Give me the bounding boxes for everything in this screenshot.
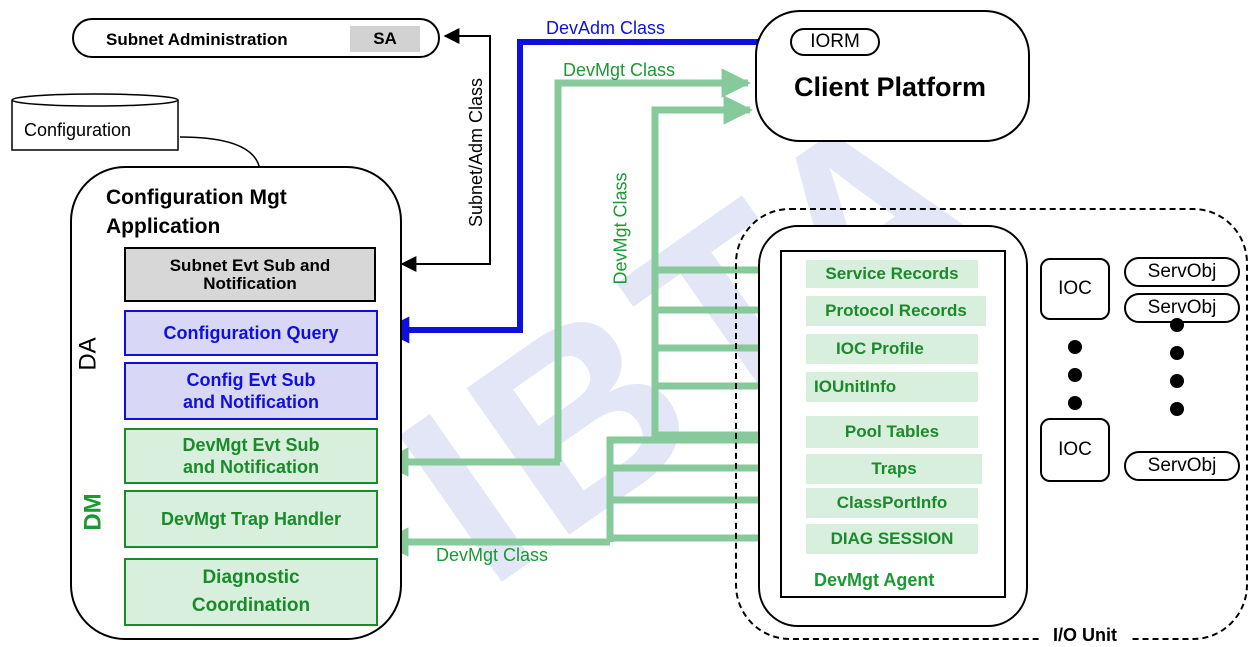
subnet-evt-line1: Subnet Evt Sub and: [169, 255, 331, 275]
subnet-adm-connector: [400, 28, 491, 272]
servobj-2: ServObj: [1124, 293, 1240, 323]
devmgt-agent-label: DevMgt Agent: [814, 570, 935, 590]
config-evt-line2: and Notification: [183, 392, 319, 412]
devadm-connector-to-query: [382, 316, 523, 344]
dm-label: DM: [79, 493, 107, 531]
da-label: DA: [74, 337, 102, 371]
servobj-3: ServObj: [1124, 451, 1240, 481]
devadm-connector: [517, 28, 793, 330]
iorm-label: IORM: [810, 31, 860, 52]
ioc-bottom-box: IOC: [1040, 418, 1110, 482]
devmgt-class-bottom-label: DevMgt Class: [436, 545, 549, 565]
agent-item-diag-session: DIAG SESSION: [806, 524, 978, 554]
ioc-top-box: IOC: [1040, 258, 1110, 320]
agent-item-service-records: Service Records: [806, 260, 978, 288]
diagnostic-coordination-box: Diagnostic Coordination: [124, 558, 378, 626]
subnet-administration-box: Subnet Administration SA: [72, 18, 440, 58]
subnet-evt-sub-box: Subnet Evt Sub and Notification: [124, 247, 376, 302]
iorm-box: IORM: [790, 28, 880, 56]
ellipsis-dot: [1170, 318, 1184, 332]
config-app-title-line1: Configuration Mgt: [106, 186, 287, 209]
ellipsis-dot: [1170, 374, 1184, 388]
devmgt-evt-line2: and Notification: [183, 457, 319, 477]
configuration-query-box: Configuration Query: [124, 310, 378, 356]
devmgt-trap-handler-label: DevMgt Trap Handler: [160, 508, 342, 529]
agent-item-classportinfo: ClassPortInfo: [806, 488, 978, 518]
ellipsis-dot: [1068, 340, 1082, 354]
subnet-evt-line2: Notification: [203, 273, 297, 293]
ellipsis-dot: [1068, 396, 1082, 410]
ellipsis-dot: [1068, 368, 1082, 382]
agent-item-protocol-records: Protocol Records: [806, 296, 986, 326]
config-db-connector: [179, 136, 261, 171]
ioc-top-label: IOC: [1058, 278, 1092, 299]
configuration-db-label: Configuration: [24, 120, 132, 140]
config-evt-sub-box: Config Evt Sub and Notification: [124, 362, 378, 420]
diagnostic-line1: Diagnostic: [202, 567, 300, 588]
io-unit-label: I/O Unit: [1040, 624, 1130, 646]
servobj-1-label: ServObj: [1147, 261, 1217, 282]
servobj-2-label: ServObj: [1147, 297, 1217, 318]
devmgt-evt-sub-box: DevMgt Evt Sub and Notification: [124, 428, 378, 484]
ioc-bottom-label: IOC: [1058, 439, 1092, 460]
servobj-1: ServObj: [1124, 257, 1240, 287]
config-app-title-line2: Application: [106, 215, 221, 238]
devmgt-trap-handler-box: DevMgt Trap Handler: [124, 490, 378, 548]
configuration-database: Configuration: [10, 92, 180, 156]
subnet-adm-class-label: Subnet/Adm Class: [466, 77, 487, 228]
devmgt-class-top-label: DevMgt Class: [563, 60, 676, 80]
database-cylinder-icon: [11, 93, 179, 151]
client-platform-label: Client Platform: [794, 72, 987, 102]
devmgt-evt-line1: DevMgt Evt Sub: [182, 435, 320, 455]
servobj-3-label: ServObj: [1147, 455, 1217, 476]
agent-item-traps: Traps: [806, 454, 982, 484]
configuration-query-label: Configuration Query: [163, 322, 339, 343]
subnet-administration-label: Subnet Administration: [106, 30, 288, 49]
devadm-class-label: DevAdm Class: [546, 18, 666, 38]
diagnostic-line2: Coordination: [191, 595, 311, 616]
agent-item-iounitinfo: IOUnitInfo: [806, 372, 978, 402]
ellipsis-dot: [1170, 346, 1184, 360]
ellipsis-dot: [1170, 402, 1184, 416]
agent-item-pool-tables: Pool Tables: [806, 416, 978, 448]
devmgt-top-connector: [379, 68, 751, 477]
config-evt-line1: Config Evt Sub: [186, 370, 316, 390]
devmgt-class-vertical-label: DevMgt Class: [610, 172, 631, 285]
sa-tag: SA: [350, 26, 420, 52]
agent-item-ioc-profile: IOC Profile: [806, 334, 978, 364]
io-unit-boundary: [735, 208, 1248, 640]
